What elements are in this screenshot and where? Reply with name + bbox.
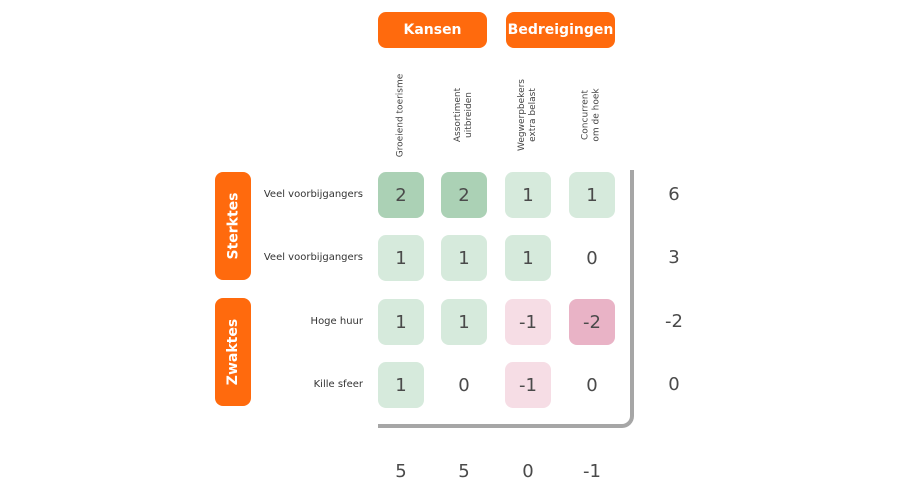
sterktes-text: Sterktes (225, 192, 242, 260)
column-label-groeiend-toerisme: Groeiend toerisme (381, 70, 421, 160)
row-total: 0 (668, 374, 680, 395)
matrix-cell: 1 (441, 235, 487, 281)
column-label-concurrent: Concurrent om de hoek (572, 70, 612, 160)
zwaktes-text: Zwaktes (225, 318, 241, 386)
matrix-cell: 1 (569, 172, 615, 218)
column-label-assortiment: Assortiment uitbreiden (444, 70, 484, 160)
matrix-cell: -1 (505, 299, 551, 345)
row-label: Kille sfeer (313, 379, 363, 390)
column-label-wegwerpbekers: Wegwerpbekers extra belast (508, 70, 548, 160)
column-total: 0 (522, 461, 534, 482)
row-total: 3 (668, 247, 680, 268)
column-label-text: Concurrent om de hoek (581, 88, 602, 142)
row-label: Hoge huur (310, 316, 363, 327)
matrix-cell: 1 (505, 172, 551, 218)
column-label-text: Wegwerpbekers extra belast (517, 79, 538, 151)
matrix-cell: 2 (441, 172, 487, 218)
column-total: -1 (583, 461, 601, 482)
matrix-cell: 1 (441, 299, 487, 345)
row-label: Veel voorbijgangers (263, 189, 363, 200)
bedreigingen-header: Bedreigingen (506, 12, 615, 48)
matrix-cell: 0 (586, 247, 598, 269)
zwaktes-label: Zwaktes (215, 298, 251, 406)
sterktes-label: Sterktes (215, 172, 251, 280)
matrix-cell: 0 (458, 374, 470, 396)
column-total: 5 (458, 461, 470, 482)
row-total: 6 (668, 184, 680, 205)
matrix-cell: -2 (569, 299, 615, 345)
matrix-cell: 1 (378, 235, 424, 281)
column-label-text: Groeiend toerisme (395, 73, 406, 157)
matrix-cell: 0 (586, 374, 598, 396)
row-total: -2 (665, 311, 683, 332)
matrix-cell: -1 (505, 362, 551, 408)
kansen-header: Kansen (378, 12, 487, 48)
grid-bracket (378, 170, 634, 428)
matrix-cell: 1 (378, 362, 424, 408)
matrix-cell: 1 (505, 235, 551, 281)
row-label: Veel voorbijgangers (263, 252, 363, 263)
matrix-cell: 1 (378, 299, 424, 345)
column-total: 5 (395, 461, 407, 482)
column-label-text: Assortiment uitbreiden (453, 87, 474, 143)
